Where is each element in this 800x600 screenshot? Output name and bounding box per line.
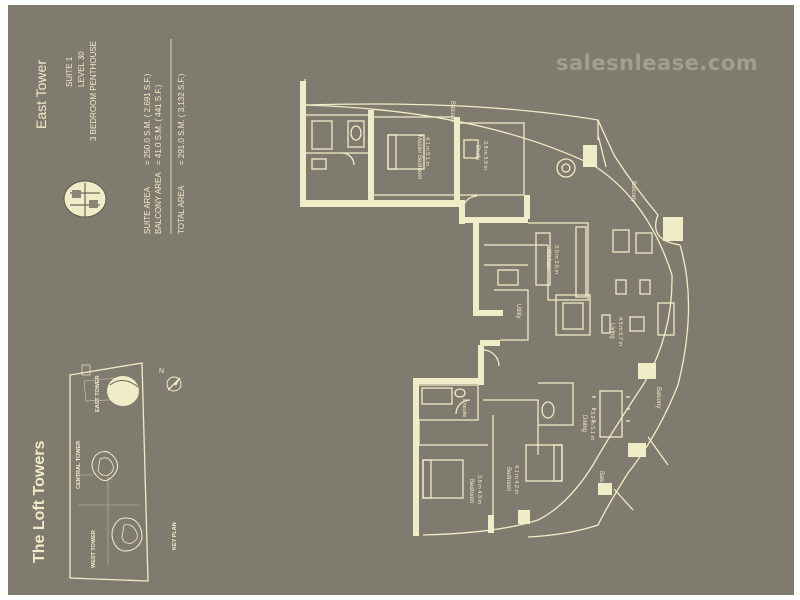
suite-type: 3 BEDROOM PENTHOUSE: [89, 41, 98, 141]
suite-area-value: = 250.0 S.M. ( 2,691 S.F.): [143, 73, 152, 165]
tower-thumbnail: [63, 180, 107, 218]
room-living-name: Living: [609, 323, 615, 339]
total-area-value: = 291.0 S.M. ( 3,132 S.F.): [177, 73, 186, 165]
room-living-dim: 4.5 m 5.7 m: [617, 317, 623, 346]
room-kitchen-dim: 3.0 m 3.6 m: [553, 245, 559, 274]
key-plan-central: CENTRAL TOWER: [76, 441, 82, 489]
project-title: The Loft Towers: [31, 441, 48, 563]
balcony-label-bottom: Balcony: [598, 471, 604, 492]
north-label: N: [159, 368, 164, 375]
floor-plan: [300, 78, 690, 538]
suite-level: LEVEL 30: [77, 51, 86, 87]
suite-area-label: SUITE AREA: [143, 186, 152, 234]
balcony-label-right: Balcony: [655, 387, 661, 408]
room-bedroom3-name: Bedroom: [468, 479, 474, 503]
key-plan-west: WEST TOWER: [91, 530, 97, 568]
room-utility: Utility: [515, 304, 521, 319]
balcony-label-right-top: Balcony: [630, 181, 636, 202]
tower-name: East Tower: [33, 60, 49, 129]
balcony-label-top: Balcony: [449, 101, 455, 122]
floor-plan-sheet: salesnlease.com The Loft Towers East Tow…: [8, 5, 794, 595]
room-ensuite: Ensuite: [461, 399, 467, 417]
north-arrow-icon: [166, 376, 182, 392]
room-bedroom3-dim: 3.8 m 4.3 m: [476, 475, 482, 504]
key-plan: [69, 362, 149, 582]
room-dining-name: Dining: [581, 415, 587, 432]
room-dining-dim: 3.9 m 5.1 m: [589, 411, 595, 440]
watermark: salesnlease.com: [556, 51, 759, 75]
room-kitchen-name: Kitchen: [545, 249, 551, 269]
suite-number: SUITE 1: [65, 56, 74, 87]
balcony-area-value: = 41.0 S.M. ( 441 S.F.): [154, 84, 163, 165]
room-study-name: Study: [474, 145, 480, 160]
key-plan-east: EAST TOWER: [95, 375, 101, 412]
room-master-name: Master Bedroom: [416, 135, 422, 179]
room-bedroom2-name: Bedroom: [505, 467, 511, 491]
room-study-dim: 3.8 m 3.9 m: [482, 141, 488, 170]
room-bedroom2-dim: 4.1 m 4.2 m: [513, 465, 519, 494]
balcony-area-label: BALCONY AREA: [154, 172, 163, 234]
room-master-dim: 4.1 m 5.1 m: [424, 137, 430, 166]
key-plan-title: KEY PLAN: [172, 522, 178, 550]
floor-plan-drawing: The Loft Towers East Tower SUITE 1 LEVEL…: [31, 39, 690, 582]
total-area-label: TOTAL AREA: [177, 185, 186, 234]
